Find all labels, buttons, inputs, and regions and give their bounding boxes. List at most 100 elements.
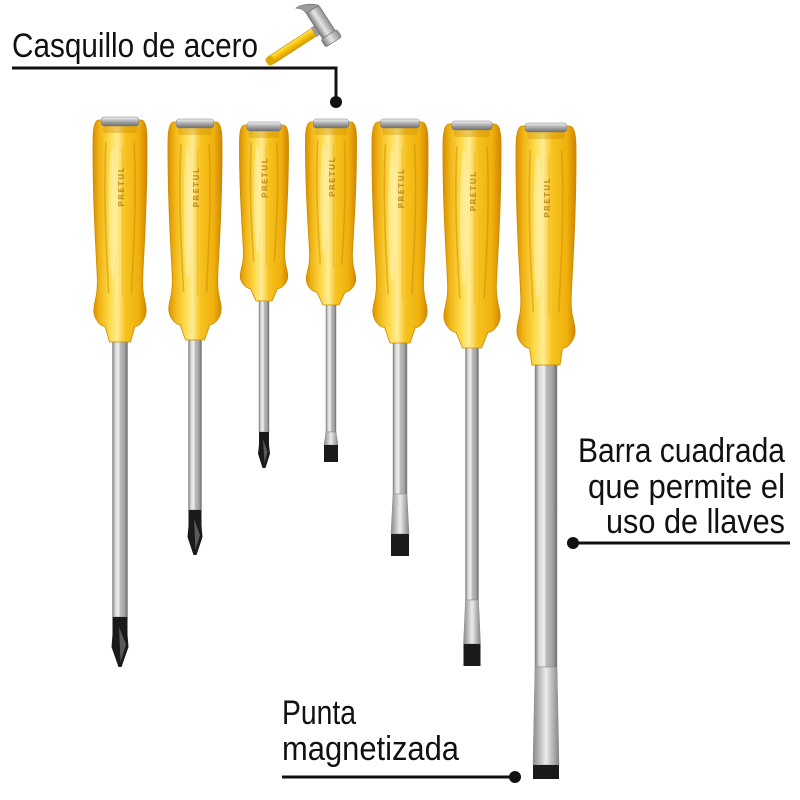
phillips-tip — [187, 510, 203, 555]
slotted-tip — [463, 599, 481, 666]
magnetic-tip-leader-dot — [509, 771, 521, 783]
handle-highlight — [253, 146, 261, 252]
slotted-tip — [323, 431, 339, 462]
steel-cap-leader-line — [12, 66, 338, 100]
steel-cap-socket — [248, 131, 280, 138]
slotted-tip — [390, 493, 410, 556]
handle-highlight — [388, 148, 397, 282]
screwdriver-6: PRETUL — [442, 120, 502, 666]
handle-flute — [315, 140, 322, 265]
handle-flute — [483, 146, 489, 299]
screwdriver-2: PRETUL — [167, 118, 223, 555]
hammer-claw — [295, 3, 320, 14]
screwdriver-shaft — [325, 292, 337, 433]
handle-highlight — [533, 154, 542, 299]
screwdriver-handle — [515, 125, 577, 366]
handle-flute — [528, 149, 535, 313]
phillips-tip — [111, 617, 129, 667]
brand-logo-text: PRETUL — [117, 166, 126, 207]
slotted-tip — [532, 666, 560, 779]
hammer-face — [321, 29, 342, 47]
handle-highlight — [459, 150, 468, 286]
steel-cap — [312, 118, 350, 129]
handle-flute — [179, 143, 185, 293]
phillips-tip — [258, 432, 270, 468]
handle-flute — [455, 146, 461, 299]
brand-logo-text: PRETUL — [328, 157, 337, 198]
handle-highlight — [320, 143, 328, 254]
phillips-tip-flute — [263, 439, 268, 463]
hammer-icon — [265, 3, 342, 66]
handle-flute — [130, 142, 136, 294]
slotted-tip-end — [391, 534, 409, 556]
screwdriver-shaft — [392, 330, 408, 495]
steel-cap-socket — [527, 132, 565, 139]
handle-flute — [104, 142, 110, 294]
steel-cap — [380, 118, 420, 129]
handle-highlight — [108, 146, 117, 280]
steel-cap-socket — [454, 130, 490, 137]
slotted-tip-end — [324, 445, 338, 462]
magnetic-tip-label-line-2: magnetizada — [282, 730, 459, 768]
steel-cap-socket — [382, 128, 418, 135]
brand-logo-text: PRETUL — [397, 168, 406, 209]
steel-cap-socket — [103, 126, 137, 133]
brand-logo-text: PRETUL — [469, 171, 478, 212]
screwdriver-handle — [167, 121, 223, 341]
square-bar-callout: Barra cuadrada que permite el uso de lla… — [567, 432, 790, 549]
square-bar-label-line-2: que permite el — [588, 468, 785, 506]
screwdriver-shaft — [534, 352, 558, 668]
steel-cap-socket — [178, 128, 212, 135]
screwdriver-handle — [305, 121, 357, 306]
brand-logo-text: PRETUL — [261, 158, 270, 199]
slotted-tip-end — [533, 765, 559, 779]
screwdriver-3: PRETUL — [239, 121, 289, 468]
screwdriver-set: PRETUL PRETUL PRETUL PRETUL PRETUL PRETUL PRET… — [92, 116, 577, 779]
magnetic-tip-label-line-1: Punta — [282, 694, 356, 732]
handle-flute — [410, 144, 417, 295]
square-bar-label-line-1: Barra cuadrada — [578, 432, 785, 470]
steel-cap — [246, 121, 282, 132]
steel-cap-leader-dot — [330, 96, 342, 108]
screwdriver-7: PRETUL — [515, 122, 577, 779]
magnetic-tip-callout: Punta magnetizada — [282, 694, 521, 783]
hammer-grip-end — [265, 55, 275, 66]
screwdriver-5: PRETUL — [371, 118, 429, 556]
screwdriver-handle — [92, 119, 148, 343]
screwdriver-shaft — [112, 329, 128, 618]
phillips-tip-flute — [119, 627, 126, 662]
slotted-tip-blade — [390, 493, 410, 535]
brand-logo-text: PRETUL — [192, 167, 201, 208]
screwdriver-shaft — [258, 288, 270, 433]
handle-flute — [340, 140, 347, 265]
square-bar-label-line-3: uso de llaves — [606, 503, 785, 541]
handle-highlight — [183, 148, 192, 279]
steel-cap — [524, 122, 568, 133]
steel-cap — [100, 116, 140, 127]
screwdriver-1: PRETUL — [92, 116, 148, 667]
handle-flute — [205, 143, 211, 293]
steel-cap — [175, 118, 215, 129]
screwdriver-handle — [239, 124, 289, 302]
steel-cap-label: Casquillo de acero — [12, 27, 258, 65]
screwdriver-shaft — [465, 335, 479, 601]
steel-cap — [451, 120, 493, 131]
square-bar-leader-dot — [567, 537, 579, 549]
screwdriver-shaft — [188, 327, 202, 511]
brand-logo-text: PRETUL — [543, 177, 552, 218]
handle-flute — [273, 142, 279, 263]
slotted-tip-blade — [532, 666, 560, 766]
screwdriver-handle — [371, 121, 429, 344]
screwdriver-4: PRETUL — [305, 118, 357, 462]
slotted-tip-blade — [463, 599, 481, 645]
phillips-tip-flute — [194, 519, 200, 550]
screwdriver-handle — [442, 123, 502, 349]
handle-flute — [383, 144, 390, 295]
slotted-tip-blade — [323, 431, 339, 446]
handle-flute — [557, 149, 564, 313]
slotted-tip-end — [463, 644, 481, 666]
steel-cap-socket — [315, 128, 347, 135]
steel-cap-callout: Casquillo de acero — [12, 3, 342, 108]
handle-flute — [249, 142, 255, 263]
